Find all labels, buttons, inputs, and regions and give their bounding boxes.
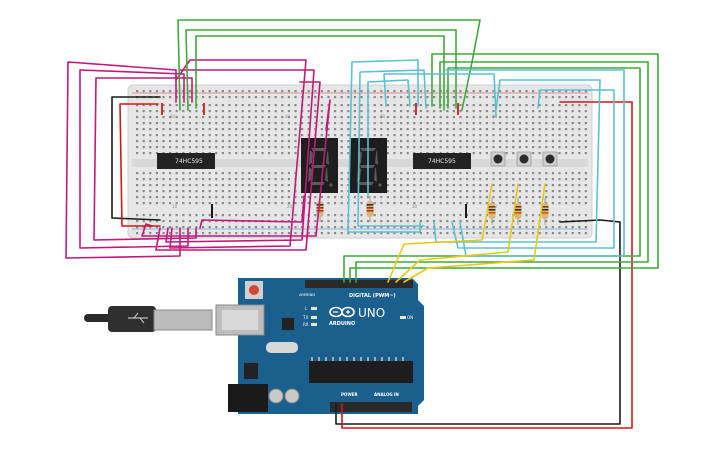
wire-black-2[interactable]	[335, 219, 621, 425]
gnd-label: GND	[307, 293, 315, 297]
svg-text:10: 10	[172, 204, 178, 209]
wire-yellow-3[interactable]	[403, 183, 546, 283]
resistor-button-3[interactable]	[541, 198, 549, 225]
svg-text:30: 30	[412, 204, 418, 209]
wire-yellow-1[interactable]	[387, 183, 493, 283]
resistor-button-1[interactable]	[488, 198, 496, 225]
analog-header-label: ANALOG IN	[374, 392, 399, 397]
wire-cyan-3[interactable]	[367, 79, 411, 197]
svg-text:20: 20	[287, 204, 293, 209]
wires	[65, 19, 659, 429]
led-l-label: L	[305, 306, 308, 311]
chip-right-label: 74HC595	[428, 158, 456, 165]
svg-text:30: 30	[380, 114, 386, 119]
wire-magenta-4[interactable]	[169, 59, 307, 249]
wire-cyan-6[interactable]	[451, 89, 615, 249]
chip-left-label: 74HC595	[175, 158, 203, 165]
wire-cyan-2[interactable]	[357, 69, 427, 227]
wire-cyan-5[interactable]	[433, 79, 601, 243]
wire-magenta-8[interactable]	[199, 195, 305, 229]
arduino-logo-icon	[329, 306, 355, 318]
wire-red-2[interactable]	[341, 101, 633, 429]
usb-cable[interactable]	[84, 306, 213, 332]
wire-red-1[interactable]	[119, 103, 161, 227]
wire-magenta-1[interactable]	[65, 61, 181, 259]
shift-register-left[interactable]: 74HC595	[157, 153, 215, 169]
wire-cyan-4[interactable]	[383, 73, 497, 117]
wire-green-4[interactable]	[349, 53, 659, 283]
arduino-uno-board[interactable]: L TX RX ON UNO ARDUINO DIGITAL (PWM~) PO…	[215, 278, 424, 414]
usb-icon	[128, 312, 148, 324]
resistor-display-2[interactable]	[366, 196, 374, 222]
wire-magenta-7[interactable]	[141, 99, 331, 237]
push-button-3[interactable]	[542, 151, 558, 167]
led-on-label: ON	[407, 315, 413, 320]
power-header-label: POWER	[341, 392, 358, 397]
wire-yellow-2[interactable]	[395, 183, 519, 283]
svg-text:10: 10	[170, 114, 176, 119]
rail-jumpers	[161, 103, 467, 218]
wire-green-3[interactable]	[185, 29, 457, 111]
arduino-brand-label: ARDUINO	[329, 321, 355, 327]
digital-header-label: DIGITAL (PWM~)	[349, 293, 396, 299]
wire-cyan-1[interactable]	[347, 59, 421, 233]
wire-green-2[interactable]	[195, 35, 445, 111]
wire-magenta-5[interactable]	[165, 69, 315, 243]
svg-text:40: 40	[492, 114, 498, 119]
wire-green-1[interactable]	[177, 19, 481, 111]
shift-register-right[interactable]: 74HC595	[413, 153, 471, 169]
wire-cyan-7[interactable]	[445, 69, 625, 257]
wire-green-5[interactable]	[355, 61, 649, 283]
svg-text:20: 20	[285, 114, 291, 119]
push-button-2[interactable]	[516, 151, 532, 167]
arduino-model-label: UNO	[358, 306, 385, 320]
resistor-button-2[interactable]	[514, 198, 522, 225]
led-rx-label: RX	[303, 322, 309, 327]
aref-label: AREF	[299, 293, 308, 297]
wire-black-1[interactable]	[111, 96, 161, 221]
push-button-1[interactable]	[490, 151, 506, 167]
wire-magenta-6[interactable]	[155, 81, 321, 251]
led-tx-label: TX	[302, 315, 308, 320]
